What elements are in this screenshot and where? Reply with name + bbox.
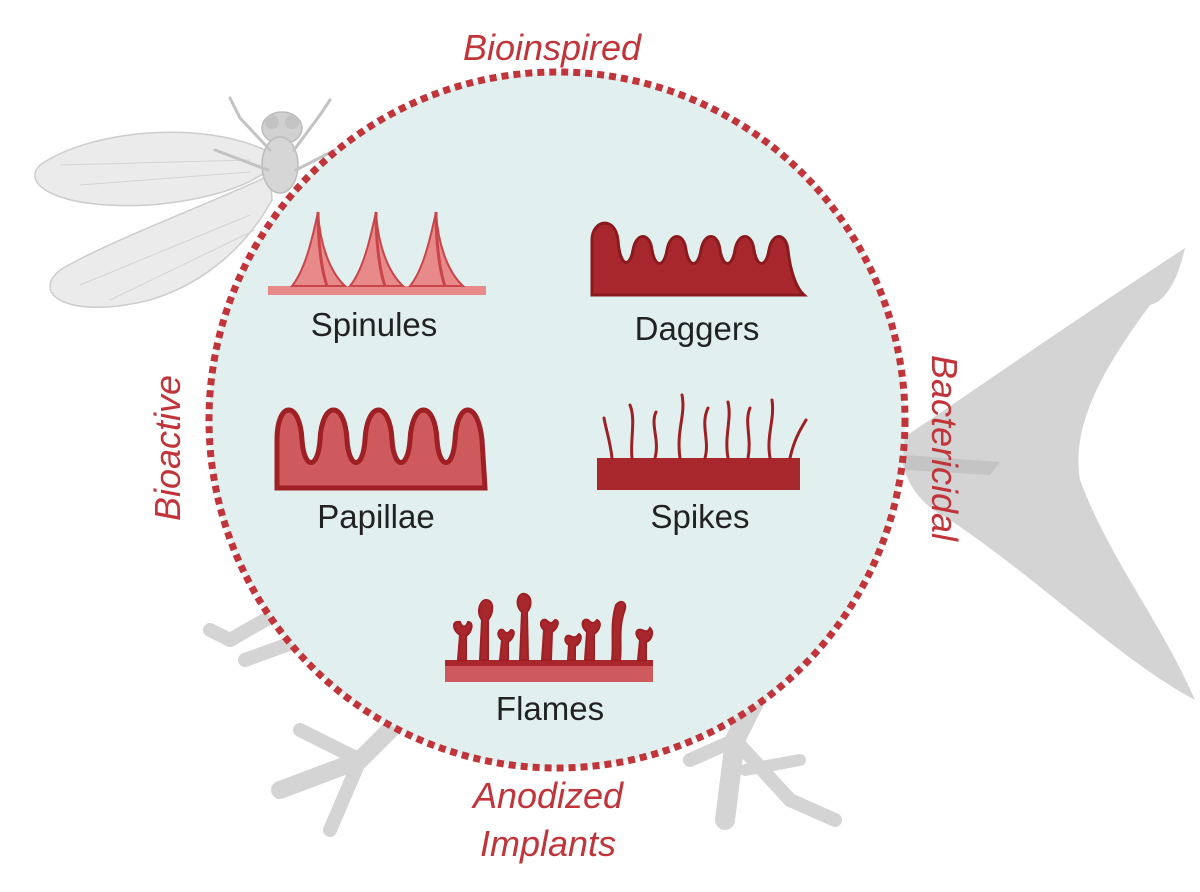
structure-label-papillae: Papillae	[317, 498, 434, 535]
daggers-icon	[590, 221, 808, 297]
flames-icon	[445, 592, 654, 682]
label-bioactive: Bioactive	[147, 375, 188, 521]
spinules-icon	[268, 211, 486, 295]
label-bioinspired: Bioinspired	[463, 27, 642, 68]
fish-tail-silhouette-icon	[900, 248, 1195, 700]
papillae-icon	[274, 407, 488, 491]
dragonfly-silhouette-icon	[34, 96, 337, 308]
label-bactericidal: Bactericidal	[924, 355, 965, 542]
label-anodized: Anodized	[471, 775, 624, 816]
structure-label-daggers: Daggers	[635, 310, 760, 347]
structure-label-spinules: Spinules	[311, 306, 438, 343]
spikes-icon	[597, 393, 808, 490]
label-implants: Implants	[480, 823, 616, 864]
structure-label-flames: Flames	[496, 690, 604, 727]
structure-label-spikes: Spikes	[650, 498, 749, 535]
central-circle	[205, 68, 909, 772]
